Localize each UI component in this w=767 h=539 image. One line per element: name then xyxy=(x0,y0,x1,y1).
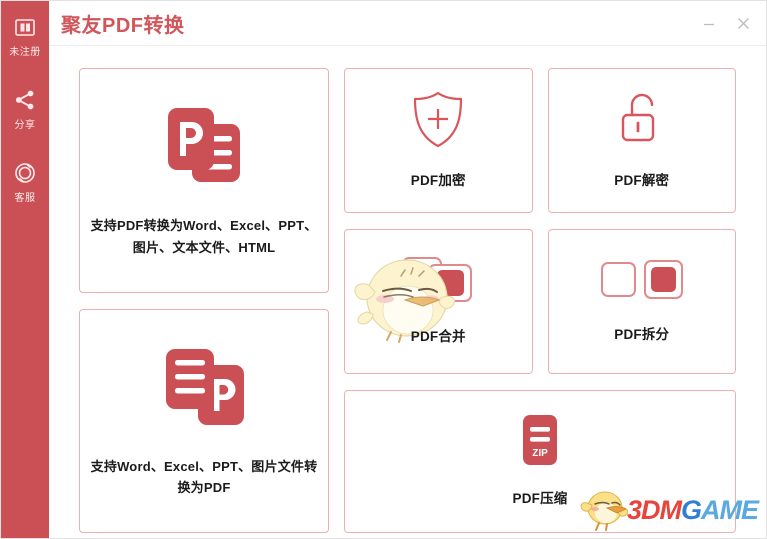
card-label: PDF加密 xyxy=(410,172,466,188)
sidebar-item-label: 分享 xyxy=(14,120,36,131)
id-card-icon xyxy=(15,15,35,39)
close-button[interactable] xyxy=(728,10,758,38)
sidebar: 未注册 分享 xyxy=(1,1,49,538)
sidebar-item-label: 客服 xyxy=(14,193,36,204)
share-icon xyxy=(14,88,36,112)
split-squares-icon xyxy=(600,257,684,310)
card-label: PDF解密 xyxy=(614,172,670,188)
card-label: 支持Word、Excel、PPT、图片文件转换为PDF xyxy=(90,458,318,496)
row-merge-split: PDF合并 PDF拆分 xyxy=(344,229,736,374)
card-pdf-split[interactable]: PDF拆分 xyxy=(547,229,736,374)
merge-squares-icon xyxy=(401,255,475,312)
page-title: 聚友PDF转换 xyxy=(61,14,185,37)
svg-text:ZIP: ZIP xyxy=(532,448,548,459)
card-label: PDF合并 xyxy=(410,328,466,344)
row-encrypt-decrypt: PDF加密 PDF解密 xyxy=(344,68,736,213)
headset-support-icon xyxy=(14,161,36,185)
unlock-icon xyxy=(613,89,671,156)
zip-file-icon: ZIP xyxy=(518,413,562,474)
shield-plus-icon xyxy=(409,89,467,156)
sidebar-item-share[interactable]: 分享 xyxy=(1,88,49,131)
sidebar-item-label: 未注册 xyxy=(9,47,41,58)
left-column: 支持PDF转换为Word、Excel、PPT、图片、文本文件、HTML xyxy=(79,68,329,533)
minimize-button[interactable] xyxy=(694,10,724,38)
card-pdf-to-others[interactable]: 支持PDF转换为Word、Excel、PPT、图片、文本文件、HTML xyxy=(79,68,329,293)
card-pdf-merge[interactable]: PDF合并 xyxy=(344,229,533,374)
main-pane: 聚友PDF转换 xyxy=(49,1,766,538)
titlebar: 聚友PDF转换 xyxy=(49,1,766,46)
content-area: 支持PDF转换为Word、Excel、PPT、图片、文本文件、HTML xyxy=(49,46,766,539)
card-pdf-decrypt[interactable]: PDF解密 xyxy=(547,68,736,213)
card-others-to-pdf[interactable]: 支持Word、Excel、PPT、图片文件转换为PDF xyxy=(79,308,329,533)
card-label: PDF拆分 xyxy=(614,326,670,342)
sidebar-item-support[interactable]: 客服 xyxy=(1,161,49,204)
window-controls xyxy=(694,1,758,46)
card-label: 支持PDF转换为Word、Excel、PPT、图片、文本文件、HTML xyxy=(90,218,318,255)
pdf-to-doc-icon xyxy=(158,102,250,197)
card-pdf-compress[interactable]: ZIP PDF压缩 xyxy=(344,390,736,533)
card-label: PDF压缩 xyxy=(512,490,568,506)
right-column: PDF加密 PDF解密 xyxy=(344,68,736,533)
doc-to-pdf-icon xyxy=(158,343,250,438)
sidebar-item-unregistered[interactable]: 未注册 xyxy=(1,15,49,58)
card-pdf-encrypt[interactable]: PDF加密 xyxy=(344,68,533,213)
